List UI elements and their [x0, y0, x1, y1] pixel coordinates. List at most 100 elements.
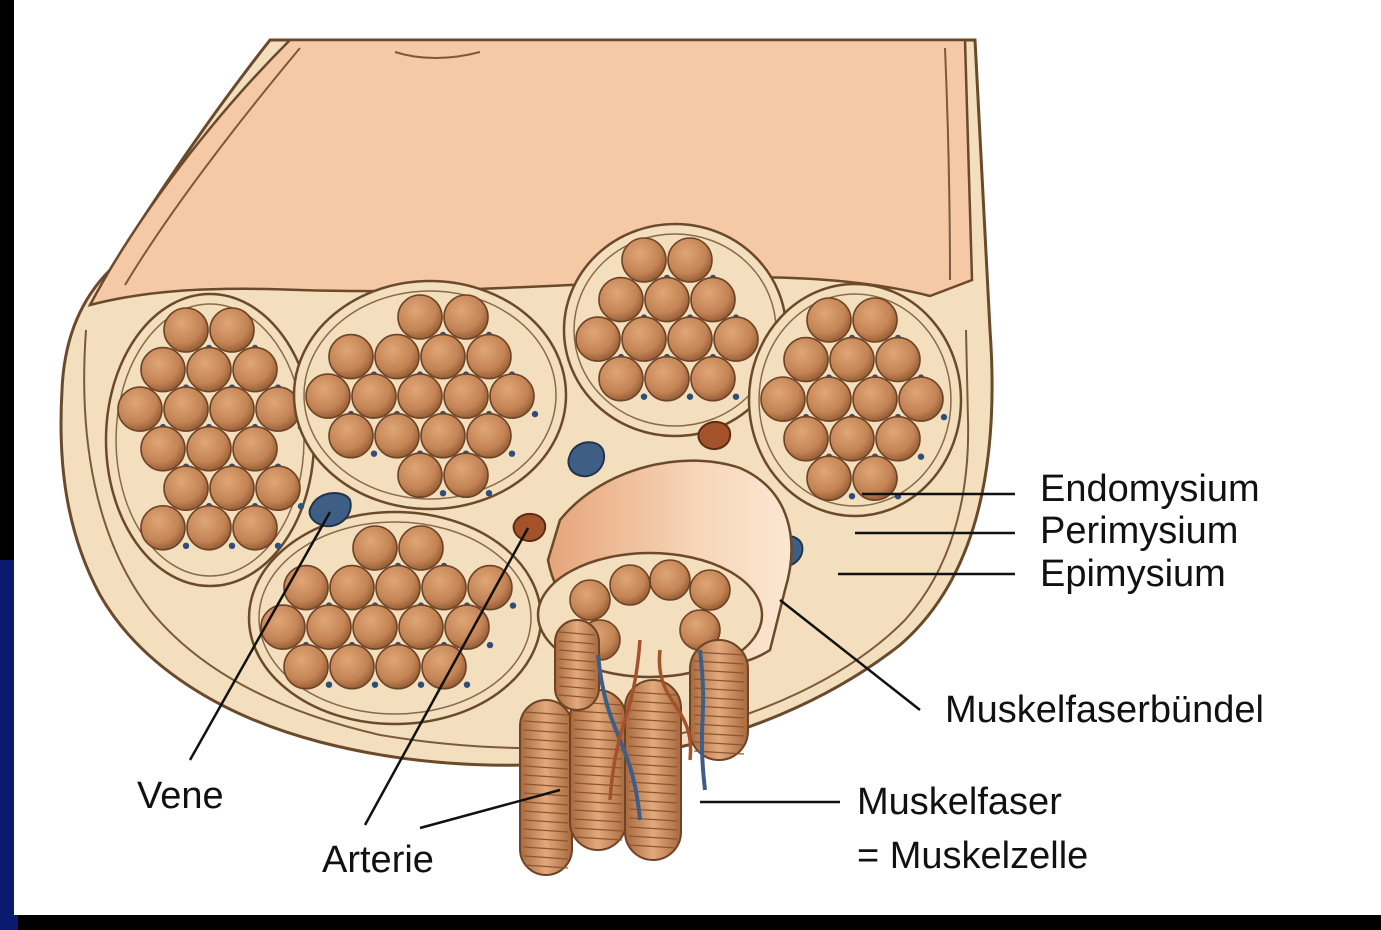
muscle-fiber-cross-section	[284, 566, 328, 610]
muscle-fiber-cross-section	[599, 278, 643, 322]
muscle-fiber-cross-section	[187, 506, 231, 550]
muscle-fiber-cross-section	[622, 317, 666, 361]
muscle-fiber-cross-section	[490, 374, 534, 418]
capillary-dot	[440, 490, 446, 496]
muscle-fiber-cross-section	[210, 466, 254, 510]
muscle-fiber-cross-section	[784, 338, 828, 382]
muscle-fiber-cross-section	[668, 317, 712, 361]
muscle-fiber-cross-section	[691, 278, 735, 322]
muscle-fiber-cross-section	[376, 566, 420, 610]
muscle-fiber-cross-section	[118, 387, 162, 431]
muscle-fiber-cross-section	[622, 238, 666, 282]
capillary-dot	[532, 411, 538, 417]
muscle-fiber-cross-section	[330, 645, 374, 689]
muscle-fiber-cross-section	[353, 605, 397, 649]
fascicle	[249, 512, 541, 724]
capillary-dot	[510, 602, 516, 608]
capillary-dot	[487, 642, 493, 648]
muscle-fiber-cross-section	[422, 566, 466, 610]
capillary-dot	[464, 682, 470, 688]
muscle-fiber-cross-section	[853, 377, 897, 421]
capillary-dot	[326, 682, 332, 688]
muscle-fiber-cross-section	[444, 453, 488, 497]
muscle-fiber-cross-section	[830, 417, 874, 461]
muscle-fiber-cross-section	[284, 645, 328, 689]
muscle-fiber-cross-section	[761, 377, 805, 421]
muscle-fiber-cross-section	[164, 387, 208, 431]
muscle-fiber	[690, 640, 748, 760]
muscle-fiber	[520, 700, 572, 875]
muscle-fiber-cross-section	[330, 566, 374, 610]
muscle-fiber-cross-section	[233, 427, 277, 471]
muscle-fiber-cross-section	[690, 570, 730, 610]
muscle-fiber-cross-section	[187, 427, 231, 471]
muscle-fiber	[625, 680, 681, 860]
muscle-fiber-cross-section	[187, 348, 231, 392]
muscle-fiber	[555, 620, 599, 710]
muscle-fiber-cross-section	[650, 560, 690, 600]
muscle-fiber-cross-section	[444, 295, 488, 339]
muscle-fiber-cross-section	[784, 417, 828, 461]
capillary-dot	[371, 451, 377, 457]
muscle-fiber-cross-section	[261, 605, 305, 649]
fascicle	[294, 281, 566, 509]
muscle-fiber-cross-section	[421, 335, 465, 379]
label-epimysium: Epimysium	[1040, 553, 1226, 595]
muscle-fiber-cross-section	[399, 526, 443, 570]
muscle-fiber-cross-section	[668, 238, 712, 282]
muscle-fiber-cross-section	[375, 414, 419, 458]
muscle-fiber-cross-section	[398, 374, 442, 418]
capillary-dot	[418, 682, 424, 688]
muscle-fiber-cross-section	[399, 605, 443, 649]
muscle-fiber-cross-section	[329, 335, 373, 379]
muscle-fiber-cross-section	[576, 317, 620, 361]
muscle-fiber-cross-section	[141, 506, 185, 550]
muscle-fiber-cross-section	[376, 645, 420, 689]
muscle-fiber-cross-section	[645, 278, 689, 322]
muscle-fiber-cross-section	[467, 414, 511, 458]
muscle-fiber-cross-section	[876, 417, 920, 461]
muscle-fiber-cross-section	[233, 506, 277, 550]
muscle-fiber-cross-section	[899, 377, 943, 421]
capillary-dot	[641, 394, 647, 400]
label-vene: Vene	[137, 775, 224, 817]
capillary-dot	[229, 543, 235, 549]
capillary-dot	[372, 682, 378, 688]
muscle-fiber-cross-section	[233, 348, 277, 392]
muscle-fiber-cross-section	[853, 298, 897, 342]
muscle-fiber-cross-section	[329, 414, 373, 458]
label-muskelzelle: = Muskelzelle	[857, 835, 1088, 877]
capillary-dot	[918, 454, 924, 460]
muscle-fiber-cross-section	[353, 526, 397, 570]
artery-cross-section	[698, 422, 730, 449]
muscle-fiber-cross-section	[306, 374, 350, 418]
capillary-dot	[275, 543, 281, 549]
fascicle	[106, 294, 314, 586]
fascicle	[749, 284, 961, 516]
capillary-dot	[509, 451, 515, 457]
label-muskelfaserbuendel: Muskelfaserbündel	[945, 689, 1264, 731]
muscle-fiber-cross-section	[468, 566, 512, 610]
muscle-fiber-cross-section	[307, 605, 351, 649]
muscle-fiber-cross-section	[210, 308, 254, 352]
muscle-fiber-cross-section	[645, 357, 689, 401]
muscle-fiber-cross-section	[421, 414, 465, 458]
muscle-fiber-cross-section	[141, 348, 185, 392]
label-endomysium: Endomysium	[1040, 468, 1260, 510]
label-muskelfaser: Muskelfaser	[857, 781, 1062, 823]
muscle-fiber-cross-section	[375, 335, 419, 379]
capillary-dot	[941, 414, 947, 420]
muscle-fiber-cross-section	[807, 377, 851, 421]
muscle-fiber-cross-section	[570, 580, 610, 620]
muscle-fiber-cross-section	[467, 335, 511, 379]
fiber-body	[625, 680, 681, 860]
muscle-fiber-cross-section	[164, 308, 208, 352]
muscle-fiber-cross-section	[164, 466, 208, 510]
capillary-dot	[486, 490, 492, 496]
muscle-fiber-cross-section	[876, 338, 920, 382]
muscle-fiber-cross-section	[141, 427, 185, 471]
muscle-fiber-cross-section	[256, 466, 300, 510]
capillary-dot	[733, 394, 739, 400]
